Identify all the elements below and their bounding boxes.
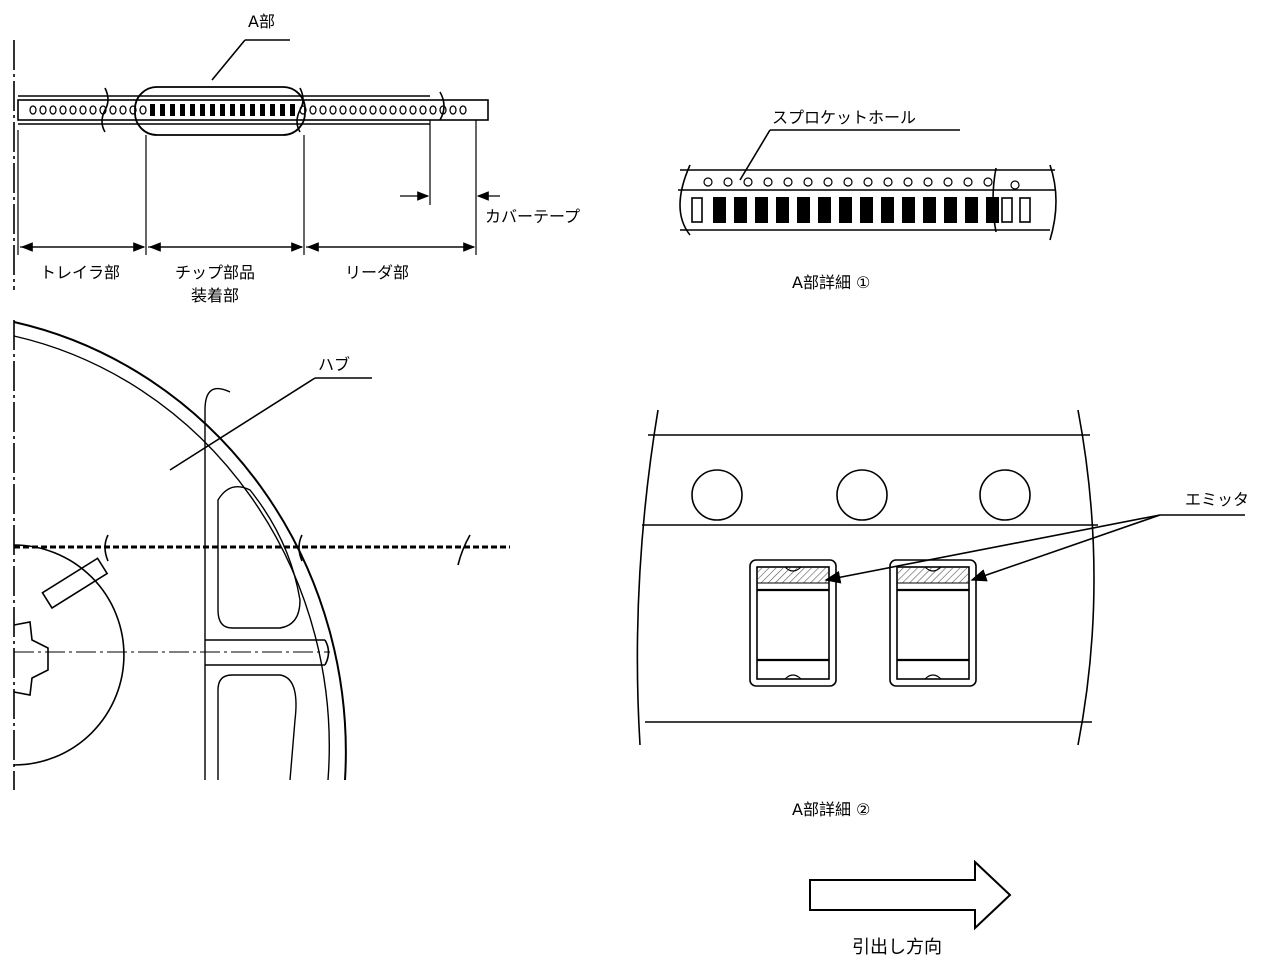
chip-mount-label-1: チップ部品: [174, 263, 255, 282]
detail-1-label: A部詳細 ①: [792, 273, 871, 292]
leader-label: リーダ部: [345, 263, 410, 282]
detail-2-drawing: [636, 409, 1245, 746]
section-a-outline: [134, 86, 306, 136]
pull-direction-label: 引出し方向: [852, 937, 942, 958]
sprocket-hole-label: スプロケットホール: [772, 108, 917, 127]
pull-direction-arrow: [809, 859, 1012, 931]
hub-label: ハブ: [318, 355, 351, 374]
cover-tape-label: カバーテープ: [485, 207, 581, 226]
chip-mount-label-2: 装着部: [190, 286, 239, 305]
section-a-label: A部: [248, 12, 275, 31]
reel-drawing: [13, 320, 510, 790]
detail-2-label: A部詳細 ②: [792, 800, 871, 819]
emitter-label: エミッタ: [1185, 490, 1250, 509]
tape-side-view: [13, 39, 489, 290]
detail-1-drawing: [678, 129, 1057, 241]
tape-dimensions: [17, 120, 500, 255]
trailer-label: トレイラ部: [40, 263, 121, 282]
